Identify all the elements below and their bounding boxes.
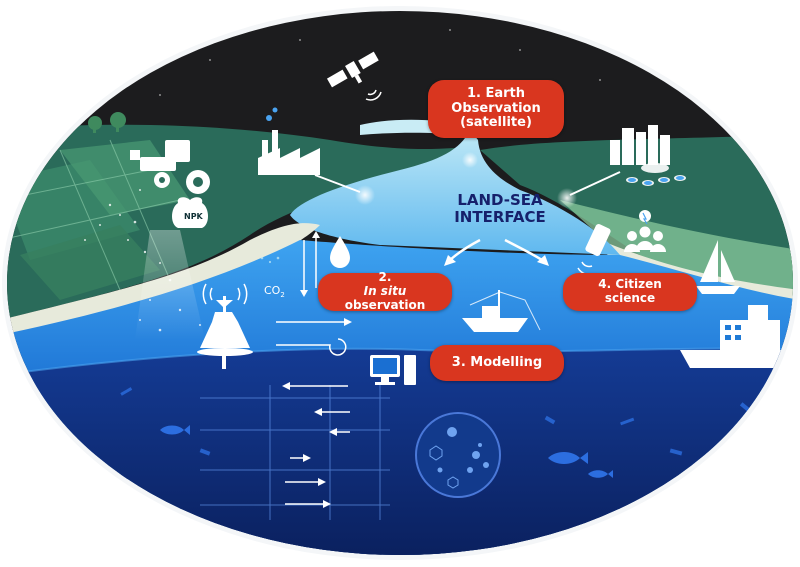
modelling-label: 3. Modelling (451, 354, 543, 370)
land-sea-interface-label: LAND-SEA INTERFACE (430, 192, 570, 225)
people-group-icon (624, 210, 666, 252)
citizen-science-line1: 4. Citizen (598, 277, 662, 292)
in-situ-line2: observation (344, 297, 426, 312)
in-situ-number: 2. (378, 270, 392, 285)
river (290, 130, 620, 255)
fishing-boat-icon (462, 290, 528, 332)
in-situ-badge: 2. In situ observation (318, 270, 452, 312)
phone-icon (585, 224, 611, 256)
city-skyline-icon (610, 125, 670, 165)
factory-icon (258, 107, 320, 175)
current-arrows (276, 321, 347, 356)
model-grid (200, 385, 390, 520)
earth-observation-line3: (satellite) (460, 115, 532, 131)
earth-observation-line2: Observation (451, 100, 541, 116)
buoy-icon (197, 296, 253, 369)
water-drop-icon (330, 236, 350, 268)
fertilizer-bag-icon (172, 197, 208, 228)
center-label-line1: LAND-SEA (457, 191, 543, 209)
tree-icon (88, 112, 126, 133)
satellite-icon (326, 51, 379, 88)
sailboat-icon (696, 240, 740, 294)
microscope-view (415, 412, 501, 498)
earth-observation-badge: 1. Earth Observation (satellite) (428, 80, 564, 138)
modelling-badge: 3. Modelling (430, 345, 564, 381)
co2-label: CO2 (264, 284, 285, 299)
in-situ-italic: In situ (363, 284, 407, 299)
lightbulb-icon (642, 212, 648, 225)
earth-observation-line1: 1. Earth (466, 85, 526, 101)
co2-subscript: 2 (280, 291, 285, 300)
deep-ocean (7, 348, 793, 555)
citizen-science-badge: 4. Citizen science (563, 273, 697, 311)
fish-icon (160, 425, 613, 478)
center-label-line2: INTERFACE (454, 207, 546, 226)
citizen-science-line2: science (604, 291, 656, 305)
co2-text: CO (264, 284, 281, 297)
npk-label: NPK (184, 212, 203, 221)
